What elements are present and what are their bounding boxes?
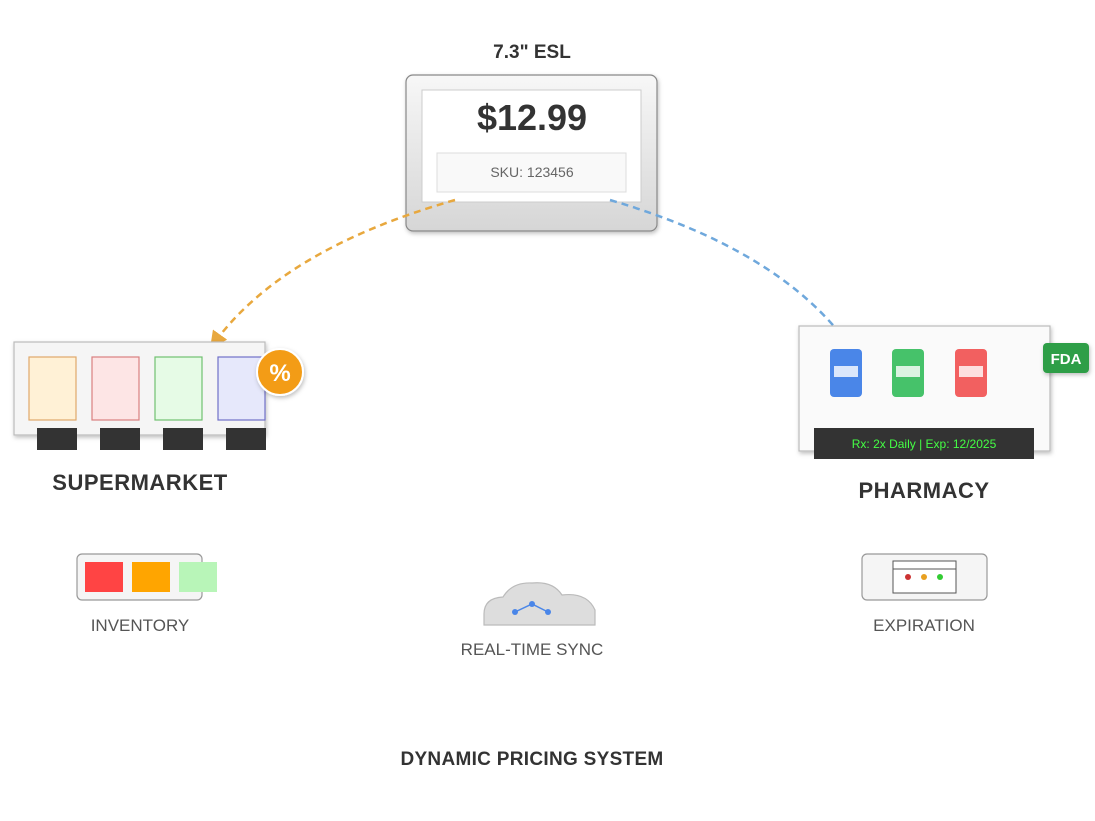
pharmacy-shelf: FDA Rx: 2x Daily | Exp: 12/2025 bbox=[798, 325, 1089, 459]
supermarket-connector bbox=[209, 198, 456, 349]
inventory-bar-3 bbox=[179, 562, 217, 592]
cloud-sync-icon bbox=[483, 582, 596, 626]
shelf-label-2 bbox=[100, 428, 140, 450]
bottle-label-3 bbox=[959, 366, 983, 377]
pharmacy-label: PHARMACY bbox=[858, 478, 989, 503]
rx-label-text: Rx: 2x Daily | Exp: 12/2025 bbox=[852, 437, 997, 451]
shelf-label-3 bbox=[163, 428, 203, 450]
inventory-bar-2 bbox=[132, 562, 170, 592]
sync-label: REAL-TIME SYNC bbox=[461, 640, 604, 659]
shelf-product-2 bbox=[91, 356, 140, 421]
esl-title: 7.3" ESL bbox=[493, 42, 571, 63]
fda-badge bbox=[1043, 343, 1089, 373]
footer-title: DYNAMIC PRICING SYSTEM bbox=[400, 749, 663, 770]
sync-node-2 bbox=[529, 601, 535, 607]
bottle-label-1 bbox=[834, 366, 858, 377]
fda-badge-text: FDA bbox=[1051, 351, 1082, 368]
inventory-bar-1 bbox=[85, 562, 123, 592]
esl-sku: SKU: 123456 bbox=[490, 164, 573, 180]
inventory-bars-icon bbox=[76, 553, 217, 601]
shelf-product-1 bbox=[28, 356, 77, 421]
percent-icon: % bbox=[269, 360, 290, 387]
shelf-label-1 bbox=[37, 428, 77, 450]
esl-sku-box bbox=[436, 152, 627, 193]
shelf-product-3 bbox=[154, 356, 203, 421]
expiration-dot-3 bbox=[937, 574, 943, 580]
rx-label-display bbox=[814, 428, 1034, 459]
expiration-dot-1 bbox=[905, 574, 911, 580]
expiration-calendar-icon bbox=[861, 553, 988, 601]
discount-badge bbox=[256, 348, 304, 396]
inventory-label: INVENTORY bbox=[91, 616, 190, 635]
expiration-dot-2 bbox=[921, 574, 927, 580]
pharmacy-connector bbox=[609, 198, 851, 347]
shelf-label-4 bbox=[226, 428, 266, 450]
cloud-shape bbox=[483, 582, 596, 626]
sync-node-3 bbox=[545, 609, 551, 615]
supermarket-shelf: % bbox=[13, 341, 304, 450]
expiration-label: EXPIRATION bbox=[873, 616, 975, 635]
esl-device: $12.99 SKU: 123456 bbox=[405, 74, 658, 232]
esl-price: $12.99 bbox=[477, 97, 587, 138]
bottle-label-2 bbox=[896, 366, 920, 377]
sync-node-1 bbox=[512, 609, 518, 615]
supermarket-label: SUPERMARKET bbox=[52, 470, 227, 495]
